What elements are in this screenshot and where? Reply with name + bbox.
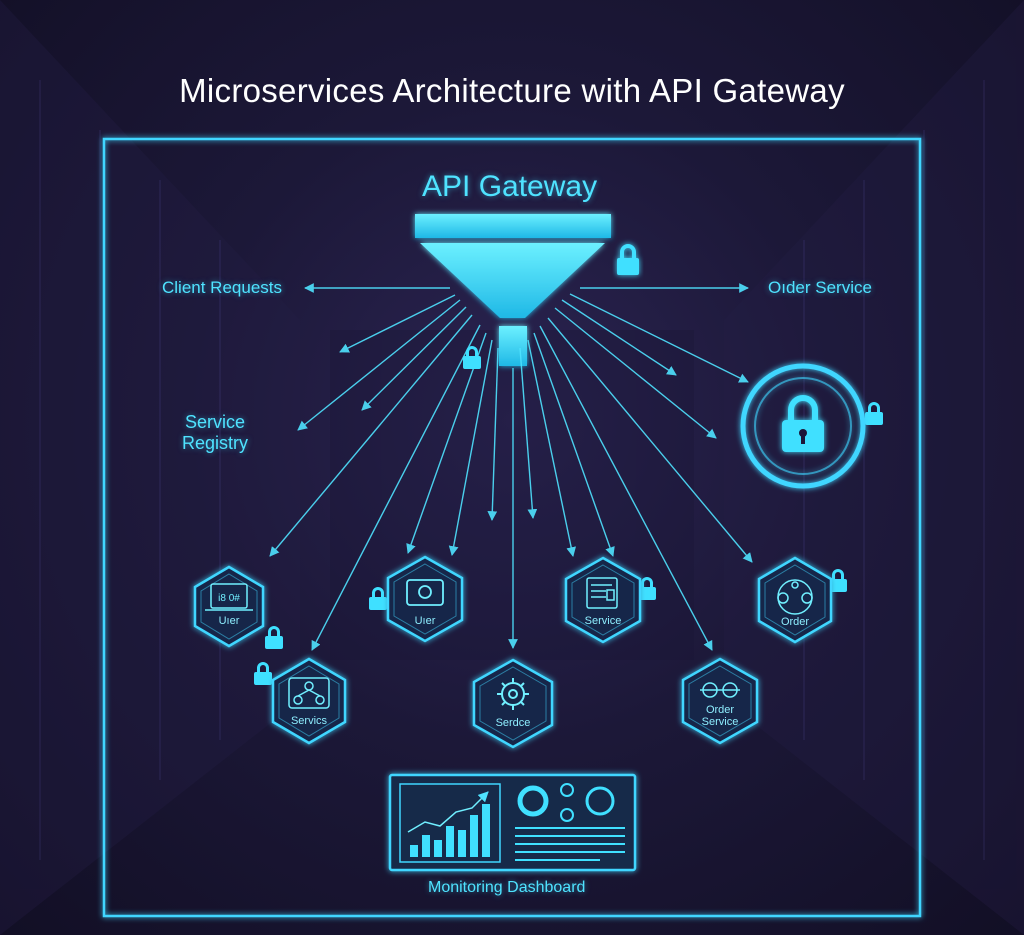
client-requests-label: Client Requests <box>162 278 283 297</box>
monitoring-dashboard <box>388 773 637 872</box>
gear-icon <box>497 678 529 710</box>
api-gateway-funnel <box>415 214 611 366</box>
diagram-title: Microservices Architecture with API Gate… <box>179 72 845 109</box>
node-label-line: Order <box>705 704 735 716</box>
laptop-glyph: i8 0# <box>218 593 240 604</box>
node-label: Order Service <box>680 704 760 728</box>
hexagon-node-service-1 <box>564 556 642 644</box>
network-icon <box>777 579 813 615</box>
laptop-icon <box>205 583 253 611</box>
document-icon <box>586 577 618 609</box>
hexagon-node-user-2 <box>386 555 464 643</box>
monitoring-dashboard-label: Monitoring Dashboard <box>428 879 586 896</box>
security-lock-circle <box>740 363 866 489</box>
camera-icon <box>406 579 444 606</box>
donut-chart-icon <box>517 783 615 822</box>
service-registry-label: Service Registry <box>182 412 248 454</box>
hexagon-node-user-1: i8 0# <box>193 565 265 648</box>
node-label: Service <box>584 615 622 627</box>
lock-icon <box>617 244 639 275</box>
network-icon <box>288 677 330 709</box>
lock-icon <box>638 577 656 600</box>
api-gateway-label: API Gateway <box>422 170 598 203</box>
diagram-frame <box>102 137 922 918</box>
service-registry-line: Service <box>184 412 246 432</box>
node-label: Serdce <box>495 717 531 729</box>
lock-icon <box>865 402 883 425</box>
node-label-line: Service <box>701 716 739 728</box>
lock-icon <box>463 346 481 369</box>
lock-icon <box>369 587 387 610</box>
hexagon-cluster-icon <box>700 682 740 698</box>
bar-chart-icon <box>410 804 490 857</box>
hexagon-node-order-1 <box>757 556 833 644</box>
hexagon-node-order-service <box>681 657 759 745</box>
service-registry-line: Registry <box>182 433 249 453</box>
lock-icon <box>254 662 272 685</box>
node-label: Order <box>780 616 810 628</box>
node-label: Uıer <box>414 615 436 627</box>
request-arrows <box>269 283 753 651</box>
lock-icon <box>265 626 283 649</box>
order-service-label: Oıder Service <box>768 278 872 297</box>
node-label: Servics <box>290 715 328 727</box>
lock-icon <box>829 569 847 592</box>
hexagon-node-service-3 <box>472 658 554 749</box>
hexagon-node-service-2 <box>271 657 347 745</box>
node-label: Uıer <box>218 615 240 627</box>
stats-lines <box>515 827 625 861</box>
